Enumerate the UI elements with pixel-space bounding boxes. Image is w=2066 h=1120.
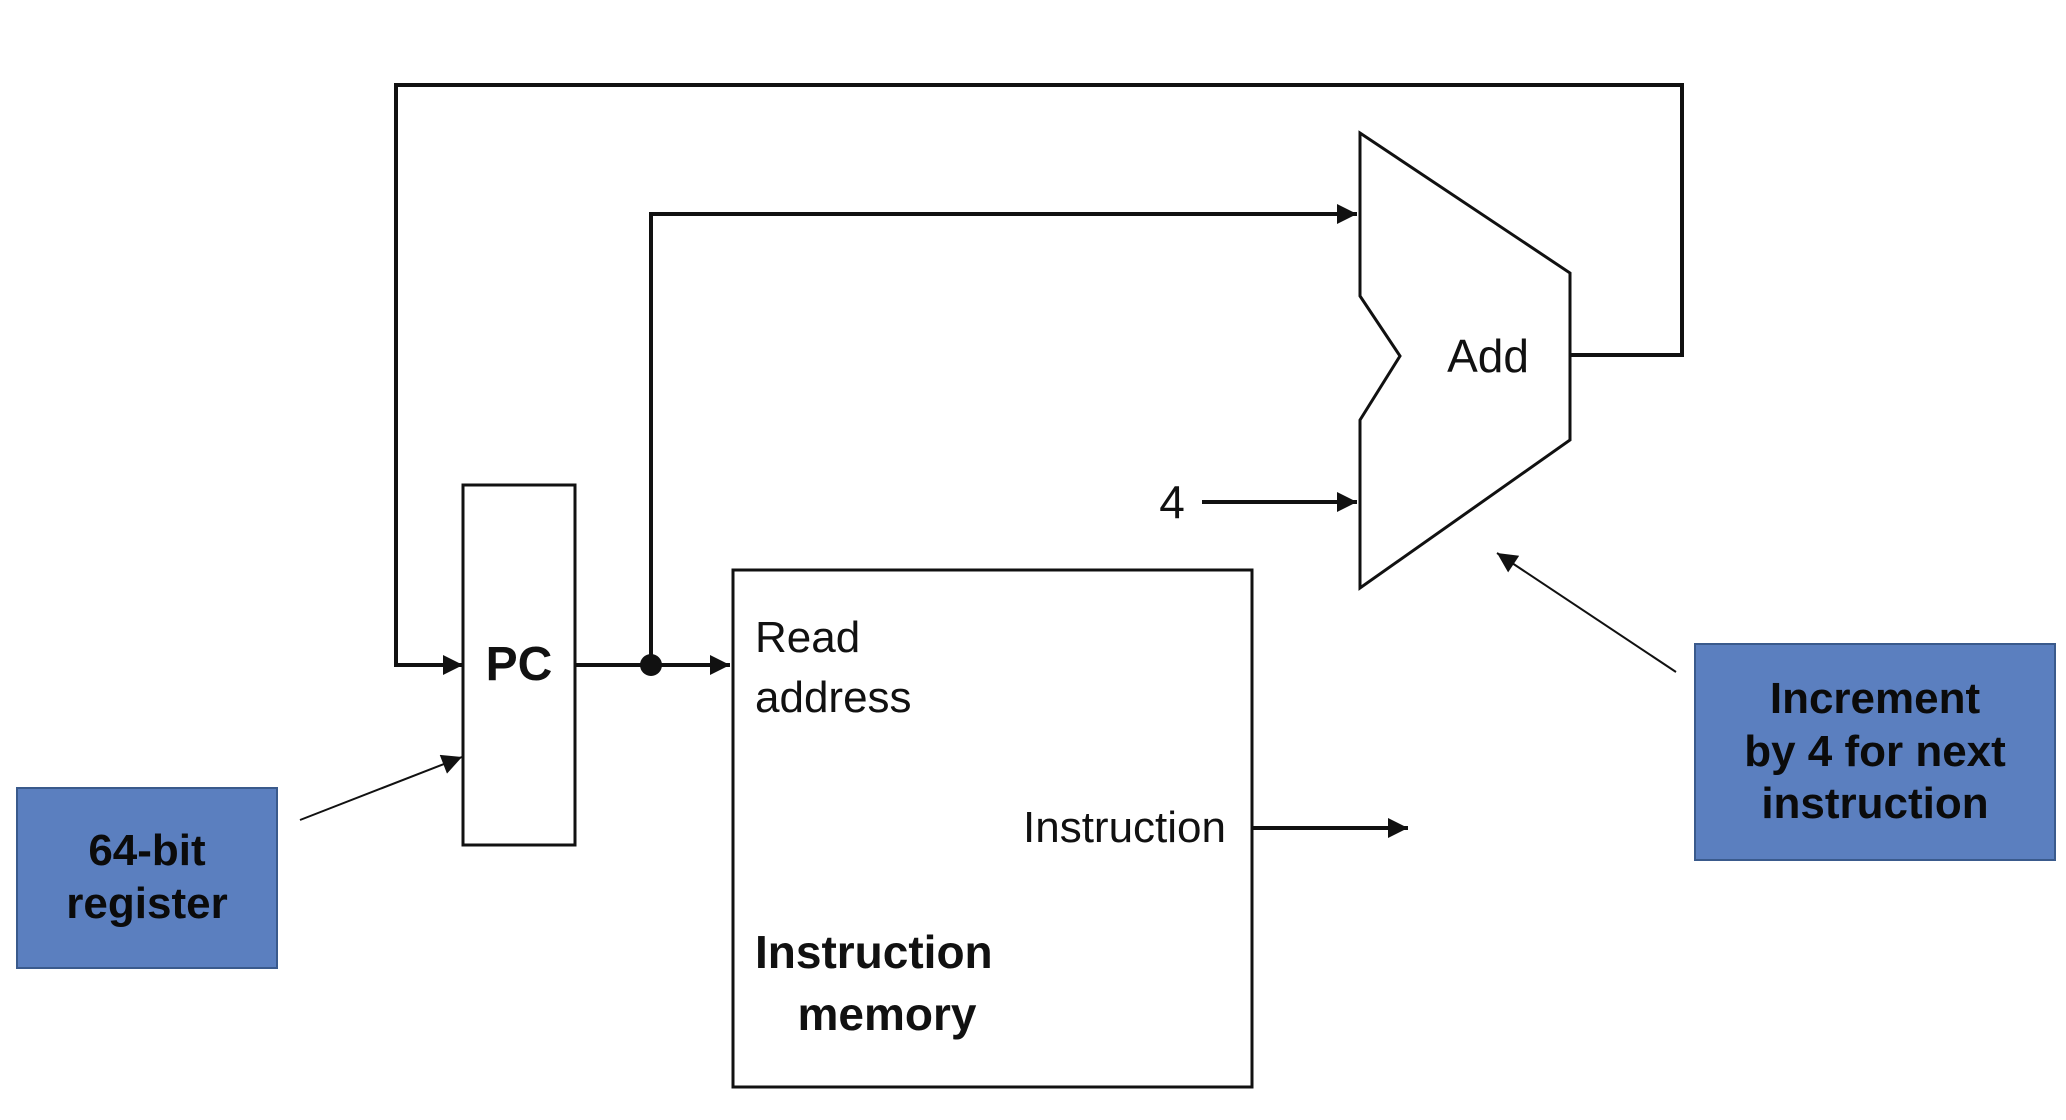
adder-label: Add — [1447, 330, 1529, 382]
register-callout: 64-bit register — [16, 787, 278, 969]
increment-callout-line1: Increment — [1769, 673, 1981, 723]
adder-to-pc-wire — [394, 83, 1684, 675]
memory-title-line1: Instruction — [755, 926, 993, 978]
increment-callout-line3: instruction — [1761, 779, 1989, 829]
adder-unit — [1358, 130, 1572, 591]
instruction-memory — [731, 568, 1254, 1089]
increment-callout-pointer — [1496, 552, 1677, 673]
read-address-label-line1: Read — [755, 613, 860, 662]
register-callout-line2: register — [66, 879, 228, 928]
register-callout-line1: 64-bit — [88, 826, 206, 876]
increment-callout-line2: by 4 for next — [1744, 726, 2006, 776]
pc-to-adder-wire — [649, 204, 1357, 665]
constant-four-label: 4 — [1159, 476, 1185, 528]
memory-title-line2: memory — [798, 988, 977, 1040]
register-callout-pointer — [299, 754, 463, 821]
increment-callout: Increment by 4 for next instruction — [1694, 643, 2056, 861]
instruction-output-label: Instruction — [1023, 803, 1226, 852]
read-address-label-line2: address — [755, 673, 912, 722]
pc-label: PC — [486, 638, 553, 691]
